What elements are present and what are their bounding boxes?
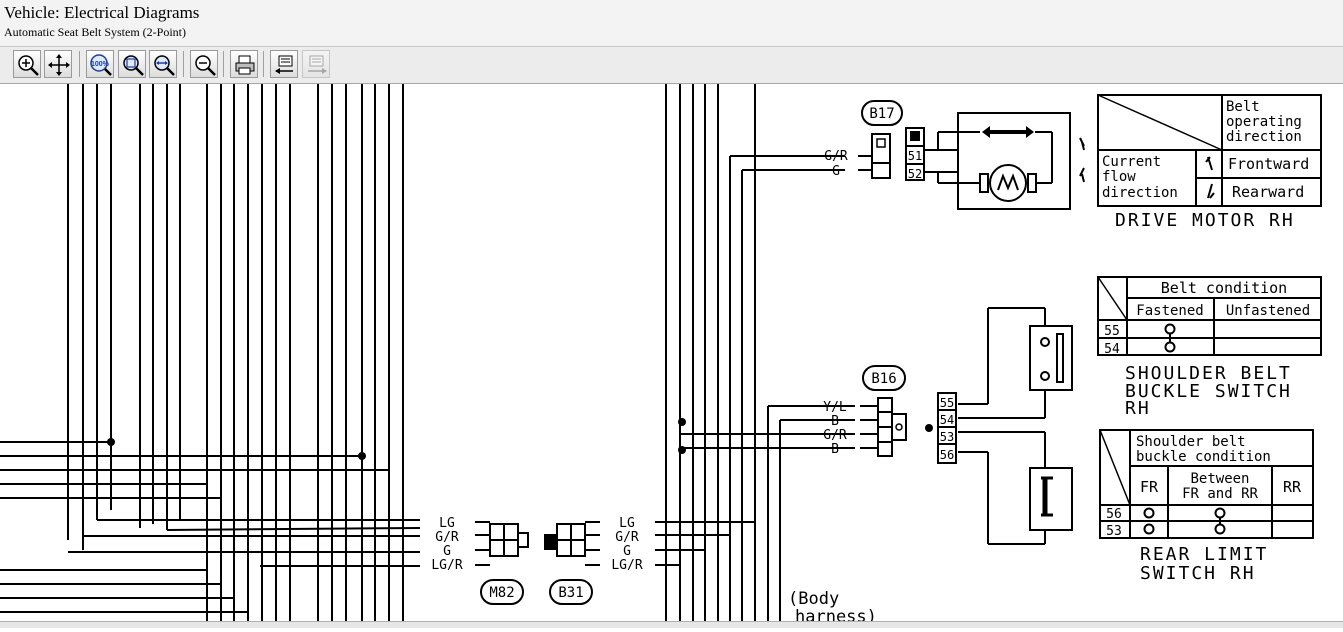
toolbar-separator [79, 51, 80, 77]
previous-page-button[interactable] [270, 50, 298, 78]
wire-label: Y/L [823, 400, 847, 415]
zoom-width-icon [154, 55, 175, 76]
wiring-diagram: B17 51 52 G/R G Belt operating direct [0, 84, 1322, 627]
connector-m82: M82 LG G/R G LG/R [431, 516, 529, 605]
pan-icon [48, 54, 70, 76]
junction-dots [107, 418, 933, 460]
print-button[interactable] [230, 50, 258, 78]
zoom-out-button[interactable] [190, 50, 218, 78]
drive-motor-label: DRIVE MOTOR RH [1115, 210, 1295, 231]
column-header: Unfastened [1226, 303, 1310, 319]
table-title: buckle condition [1136, 449, 1271, 465]
connector-m82-label: M82 [489, 585, 514, 601]
pin-52: 52 [908, 167, 922, 181]
connector-b16-label: B16 [871, 371, 896, 387]
table-header: operating [1226, 114, 1302, 130]
title-bar: Vehicle: Electrical Diagrams Automatic S… [0, 0, 1343, 47]
row-header: 56 [1106, 507, 1122, 522]
harness-note-bg [786, 588, 906, 627]
shoulder-switch-label: SHOULDER BELT [1125, 363, 1292, 384]
row-header: 53 [1106, 524, 1122, 539]
table-header: direction [1226, 129, 1302, 145]
limit-switch-label: SWITCH RH [1140, 563, 1256, 584]
column-header: Between [1190, 471, 1249, 487]
direction-table: Belt operating direction Current flow di… [1097, 94, 1322, 231]
diagram-subtitle: Automatic Seat Belt System (2-Point) [4, 25, 186, 39]
toolbar: 100% [0, 47, 1343, 84]
next-page-button[interactable] [302, 50, 330, 78]
belt-condition-table: Belt condition Fastened Unfastened 55 54… [1097, 276, 1322, 419]
diagram-canvas[interactable]: B17 51 52 G/R G Belt operating direct [0, 84, 1343, 627]
zoom-100-label: 100% [91, 61, 110, 68]
limit-switch-table: Shoulder belt buckle condition FR Betwee… [1099, 429, 1314, 584]
row-label: direction [1102, 185, 1178, 201]
row-label: Current [1102, 154, 1161, 170]
zoom-100-icon: 100% [90, 54, 112, 76]
harness-note: (Body [788, 589, 839, 609]
drive-motor [957, 112, 1085, 210]
column-header: FR and RR [1182, 486, 1258, 502]
wire-label: B [831, 414, 839, 429]
diagram-wires [0, 84, 1053, 627]
row-label: flow [1102, 169, 1136, 185]
pin-51: 51 [908, 149, 922, 163]
rearward-label: Rearward [1232, 183, 1304, 201]
window-title: Vehicle: Electrical Diagrams [4, 3, 200, 22]
previous-page-icon [275, 55, 293, 74]
wire-label: LG/R [431, 558, 462, 573]
wire-label: LG/R [611, 558, 642, 573]
shoulder-buckle-switch [1029, 325, 1073, 391]
row-header: 55 [1104, 324, 1120, 339]
zoom-fit-button[interactable] [118, 50, 146, 78]
table-title: Shoulder belt [1136, 434, 1246, 450]
pin-53: 53 [940, 430, 954, 444]
wire-label: G/R [435, 530, 459, 545]
table-title: Belt condition [1161, 279, 1287, 297]
shoulder-switch-label: BUCKLE SWITCH [1125, 381, 1292, 402]
table-header: Belt [1226, 99, 1260, 115]
frontward-label: Frontward [1228, 155, 1309, 173]
toolbar-separator [183, 51, 184, 77]
connector-b31-label: B31 [558, 585, 583, 601]
next-page-icon [308, 55, 327, 74]
column-header: Fastened [1136, 303, 1203, 319]
column-header: FR [1140, 478, 1159, 496]
horizontal-scrollbar[interactable] [0, 621, 1343, 628]
row-header: 54 [1104, 342, 1120, 357]
wire-label: LG [439, 516, 455, 531]
column-header: RR [1283, 478, 1302, 496]
wire-label: G [832, 164, 840, 179]
pan-button[interactable] [44, 50, 72, 78]
wire-label: G/R [615, 530, 639, 545]
toolbar-separator [223, 51, 224, 77]
zoom-fit-icon [123, 55, 144, 76]
connector-b16: B16 55 54 53 56 Y/L B G/R B [823, 365, 957, 464]
wire-label: G/R [824, 149, 848, 164]
connector-b31: B31 LG G/R G LG/R [544, 516, 643, 605]
shoulder-switch-label: RH [1125, 398, 1151, 419]
toolbar-separator [263, 51, 264, 77]
connector-b17-label: B17 [869, 106, 894, 122]
wire-label: G [443, 544, 451, 559]
wire-label: B [831, 442, 839, 457]
connector-b17: B17 51 52 G/R G [824, 100, 925, 181]
wire-label: G [623, 544, 631, 559]
pin-56: 56 [940, 448, 954, 462]
rear-limit-switch [1029, 467, 1073, 531]
zoom-out-icon [195, 55, 216, 76]
zoom-in-button[interactable] [13, 50, 41, 78]
limit-switch-label: REAR LIMIT [1140, 544, 1268, 565]
wire-label: G/R [823, 428, 847, 443]
print-icon [235, 55, 255, 75]
zoom-width-button[interactable] [149, 50, 177, 78]
wire-label: LG [619, 516, 635, 531]
zoom-100-button[interactable]: 100% [86, 50, 114, 78]
pin-55: 55 [940, 396, 954, 410]
pin-54: 54 [940, 413, 954, 427]
zoom-in-icon [18, 55, 39, 76]
